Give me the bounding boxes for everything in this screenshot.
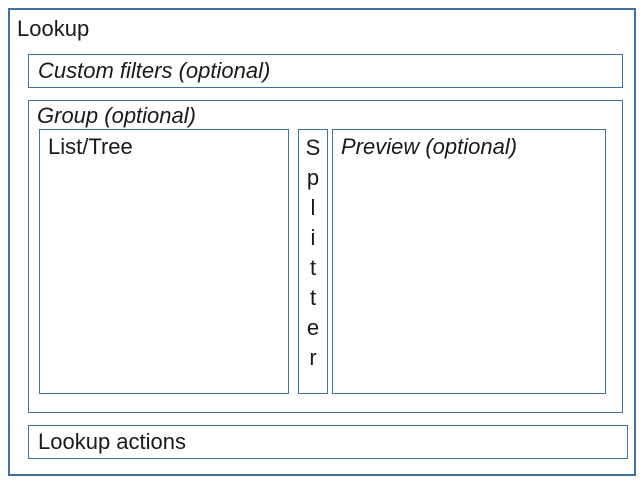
list-tree-panel: List/Tree [39,129,289,394]
lookup-actions-label: Lookup actions [38,429,186,454]
custom-filters-box: Custom filters (optional) [28,54,623,88]
list-tree-label: List/Tree [48,134,133,159]
lookup-container: Lookup Custom filters (optional) Group (… [8,8,636,476]
lookup-actions-box: Lookup actions [28,425,628,459]
preview-panel: Preview (optional) [332,129,606,394]
lookup-title: Lookup [17,16,90,41]
group-label: Group (optional) [37,103,196,128]
preview-label: Preview (optional) [341,134,518,159]
custom-filters-label: Custom filters (optional) [38,58,271,83]
